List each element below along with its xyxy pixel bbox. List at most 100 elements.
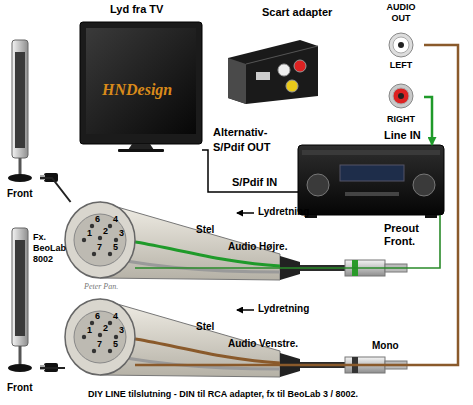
node-text: RIGHT (378, 114, 424, 125)
speaker: Front (5, 38, 40, 202)
rca-tip (385, 264, 407, 272)
speaker-top (8, 40, 58, 182)
rca-color-ring (352, 357, 358, 373)
speaker-cloth (15, 52, 25, 148)
pin-number: 5 (113, 242, 123, 253)
signal-name: S/Pdif IN (232, 176, 302, 189)
node-text: Line IN (384, 129, 444, 142)
speaker-base (8, 174, 32, 182)
receiver: Line IN (298, 145, 444, 215)
din-pin (92, 349, 96, 353)
strain-relief (280, 353, 300, 377)
receiver-foot (425, 215, 437, 218)
din-pin (114, 335, 118, 339)
cable-label: Mono (372, 340, 412, 352)
model-name: Fx. BeoLab 8002 (33, 232, 69, 264)
din-rca-adapter-top (65, 202, 407, 280)
din-pin (108, 321, 112, 325)
node-text: AUDIO OUT (378, 2, 424, 24)
scart-edge (246, 46, 318, 64)
pin-number: 3 (119, 325, 129, 336)
din-pin (108, 252, 112, 256)
jack-hole (398, 42, 404, 48)
receiver-trim (302, 150, 440, 155)
pin-number: 7 (97, 242, 107, 253)
pin-number: 6 (95, 311, 105, 322)
din-pin (90, 321, 94, 325)
scart-side (228, 58, 246, 104)
jack-red (393, 88, 409, 104)
plug-tip (40, 365, 45, 370)
scart-illustration (228, 40, 318, 104)
tv-screen (86, 28, 196, 134)
din-pin (92, 252, 96, 256)
wire-name: Stel (196, 224, 226, 236)
signal-name: S/Pdif OUT (213, 141, 293, 154)
signal-name: Preout Front. (384, 222, 436, 248)
direction-label: Lydretning (258, 206, 328, 218)
speaker-cable (40, 367, 65, 369)
tv-frame (80, 22, 202, 144)
din-plug: 6412357 (65, 202, 135, 278)
receiver-illustration (298, 145, 444, 218)
pin-number: 4 (113, 311, 123, 322)
receiver-knob (307, 174, 329, 196)
pin-number: 5 (113, 339, 123, 350)
direction-arrow (237, 309, 254, 311)
rca-jack-white (278, 64, 290, 76)
pin-number: 7 (97, 339, 107, 350)
node-text: LEFT (378, 60, 424, 71)
node-text: Front (7, 382, 47, 394)
din-pin (98, 333, 102, 337)
din-insert (74, 214, 126, 266)
node-text: Front (7, 188, 47, 200)
plug-tip (40, 175, 45, 180)
spdif-line (202, 150, 298, 192)
receiver-buttons (345, 192, 399, 196)
jack-ring (389, 33, 413, 57)
tv-set: Lyd fra TVHNDesign (80, 22, 202, 152)
din-pin (108, 349, 112, 353)
pin-number: 6 (95, 214, 105, 225)
speaker-stand (19, 158, 22, 176)
caption: DIY LINE tilslutning - DIN til RCA adapt… (88, 389, 473, 400)
pin-number: 3 (119, 228, 129, 239)
cable-label: Audio Højre. (228, 241, 318, 253)
din-pin (108, 224, 112, 228)
small-din-plug (44, 363, 58, 372)
din-pin (82, 335, 86, 339)
din-face (65, 299, 135, 375)
node-text: Scart adapter (262, 6, 352, 19)
jack-hole (398, 93, 404, 99)
note: Alternativ- (213, 126, 293, 139)
direction-label: Lydretning (258, 303, 328, 315)
speaker-body (12, 228, 28, 346)
pin-number: 2 (103, 226, 113, 237)
din-insert (74, 311, 126, 363)
pin-number: 1 (87, 325, 97, 336)
speaker-cable (40, 178, 71, 202)
din-plug: 6412357 (65, 299, 135, 375)
receiver-body (298, 145, 444, 215)
speaker-base (8, 364, 32, 372)
rca-jack-red (294, 60, 306, 72)
audio-out-jacks: AUDIO OUT LEFT RIGHT (378, 2, 424, 128)
cable (300, 362, 345, 368)
audio-line (135, 215, 440, 268)
cable-label: Audio Venstre. (228, 338, 318, 350)
wire-name: Stel (196, 321, 226, 333)
direction-arrow (237, 212, 254, 214)
jack-white (393, 37, 409, 53)
audio-line (424, 97, 432, 145)
rca-plug (345, 357, 385, 373)
din-pin (114, 238, 118, 242)
cable (300, 265, 345, 271)
din-pin (90, 224, 94, 228)
speaker-body (12, 40, 28, 158)
din-pin (82, 238, 86, 242)
strain-relief (280, 256, 300, 280)
pin-number: 1 (87, 228, 97, 239)
audio-line (135, 45, 458, 365)
node-text: HNDesign (102, 80, 186, 99)
